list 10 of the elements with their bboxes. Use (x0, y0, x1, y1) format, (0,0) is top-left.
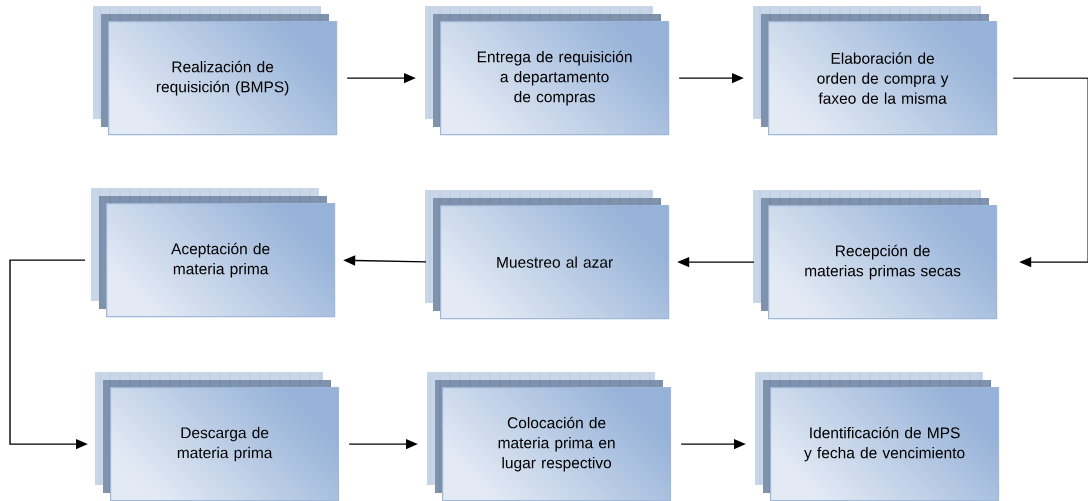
stacked-box: Elaboración de orden de compra y faxeo de la misma (753, 5, 998, 136)
stacked-box: Entrega de requisición a departamento de compras (425, 5, 670, 136)
stacked-box: Descarga de materia prima (95, 371, 340, 501)
stacked-box: Identificación de MPS y fecha de vencimiento (755, 371, 1000, 501)
stacked-box: Recepción de materias primas secas (753, 189, 998, 320)
stacked-box: Muestreo al azar (425, 189, 670, 320)
stacked-box: Realización de requisición (BMPS) (93, 5, 338, 136)
arrow (1012, 77, 1088, 268)
stacked-box: Colocación de materia prima en lugar respectivo (427, 371, 672, 501)
stacked-box: Aceptación de materia prima (91, 187, 336, 318)
